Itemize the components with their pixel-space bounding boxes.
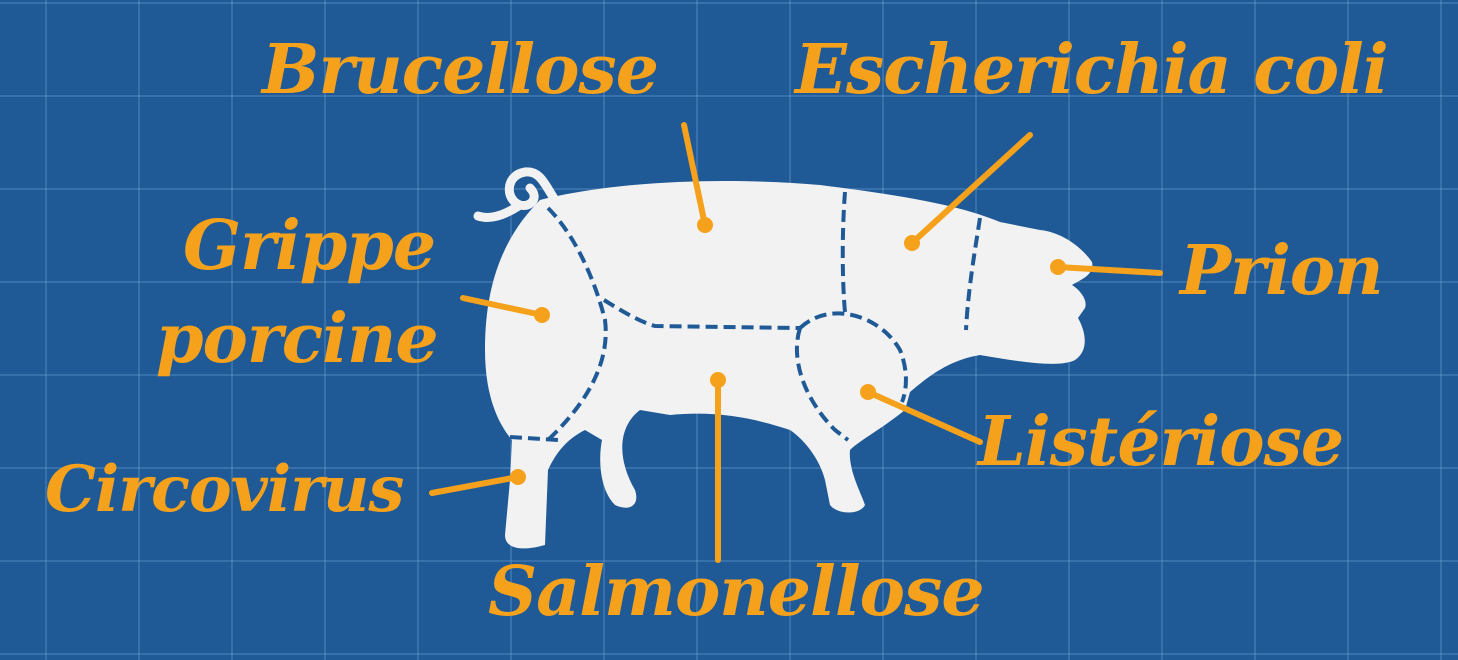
label-brucellose: Brucellose [262, 36, 658, 104]
label-grippe-porcine-line1: Grippe [183, 212, 435, 280]
dot-listeriose [860, 384, 876, 400]
leader-circovirus [432, 477, 518, 493]
pig-silhouette [478, 172, 1092, 549]
label-circovirus: Circovirus [45, 458, 403, 522]
label-prion: Prion [1180, 237, 1383, 305]
dot-salmonellose [710, 372, 726, 388]
pig-body [485, 181, 1092, 548]
dot-prion [1050, 259, 1066, 275]
dot-brucellose [697, 217, 713, 233]
label-listeriose: Listériose [978, 408, 1343, 476]
label-salmonellose: Salmonellose [488, 558, 984, 626]
label-escherichia-coli: Escherichia coli [795, 36, 1388, 104]
dot-circovirus [510, 469, 526, 485]
label-grippe-porcine-line2: porcine [156, 305, 438, 373]
dot-escherichia [904, 235, 920, 251]
dot-grippe [534, 307, 550, 323]
